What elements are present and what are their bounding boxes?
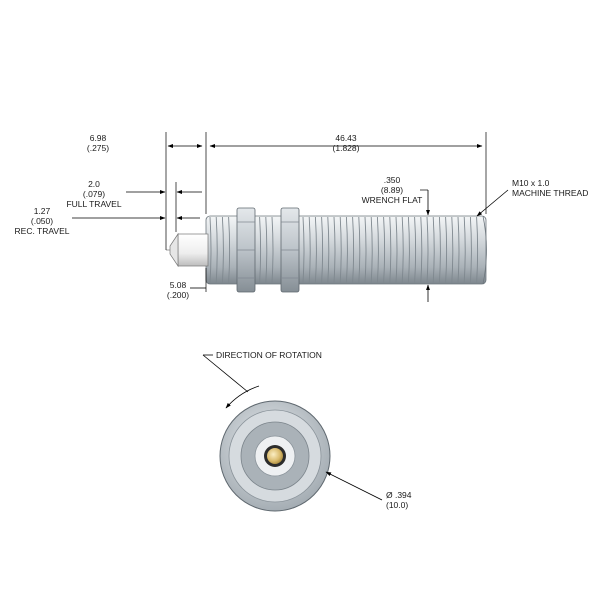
thread-callout: M10 x 1.0 MACHINE THREAD (476, 178, 588, 217)
full-travel-inch: (.079) (83, 189, 105, 199)
wrench-flat-mm: (8.89) (381, 185, 403, 195)
thread-ridge (432, 216, 435, 284)
thread-ridge (370, 216, 373, 284)
wrench-flat-label: WRENCH FLAT (362, 195, 423, 205)
thread-ridge (345, 216, 348, 284)
dim-wrench-flat: .350 (8.89) WRENCH FLAT (362, 175, 430, 302)
thread-ridge (271, 216, 274, 284)
dim-full-travel: 2.0 (.079) FULL TRAVEL (66, 179, 202, 209)
side-view: 46.43 (1.828) 6.98 (.275) 2.0 (.079) FUL… (15, 132, 588, 302)
thread-ridge (221, 216, 224, 284)
overall-length-mm: 46.43 (335, 133, 357, 143)
front-length-inch: (.275) (87, 143, 109, 153)
overall-length-inch: (1.828) (333, 143, 360, 153)
thread-label: MACHINE THREAD (512, 188, 588, 198)
thread-ridge (445, 216, 448, 284)
rod-length-mm: 5.08 (170, 280, 187, 290)
thread-ridge (426, 216, 429, 284)
thread-ridge (383, 216, 386, 284)
thread-ridge (401, 216, 404, 284)
thread-ridge (209, 216, 212, 284)
rec-travel-mm: 1.27 (34, 206, 51, 216)
rotation-label: DIRECTION OF ROTATION (216, 350, 322, 360)
threaded-body (205, 215, 487, 285)
thread-ridge (308, 216, 311, 284)
thread-ridge (215, 216, 218, 284)
thread-ridge (438, 216, 441, 284)
diameter-mm: (10.0) (386, 500, 408, 510)
thread-ridge (376, 216, 379, 284)
thread-ridge (420, 216, 423, 284)
thread-ridge (463, 216, 466, 284)
thread-ridge (321, 216, 324, 284)
thread-ridges (209, 216, 479, 284)
rod-length-inch: (.200) (167, 290, 189, 300)
thread-ridge (265, 216, 268, 284)
thread-ridge (395, 216, 398, 284)
thread-ridge (302, 216, 305, 284)
thread-ridge (389, 216, 392, 284)
diameter-callout: Ø .394 (10.0) (325, 471, 412, 510)
thread-ridge (469, 216, 472, 284)
thread-ridge (228, 216, 231, 284)
center-button (267, 448, 283, 464)
dim-rec-travel: 1.27 (.050) REC. TRAVEL (15, 206, 200, 236)
wrench-flat-inch: .350 (384, 175, 401, 185)
thread-ridge (414, 216, 417, 284)
extension-lines (165, 132, 487, 292)
diameter-inch: Ø .394 (386, 490, 412, 500)
end-view: DIRECTION OF ROTATION Ø .394 (10.0) (202, 350, 412, 512)
thread-ridge (259, 216, 262, 284)
thread-ridge (327, 216, 330, 284)
rec-travel-inch: (.050) (31, 216, 53, 226)
full-travel-label: FULL TRAVEL (66, 199, 121, 209)
full-travel-mm: 2.0 (88, 179, 100, 189)
dim-overall-length: 46.43 (1.828) (209, 133, 483, 153)
rotation-indicator: DIRECTION OF ROTATION (202, 350, 322, 409)
thread-ridge (358, 216, 361, 284)
thread-ridge (339, 216, 342, 284)
thread-ridge (457, 216, 460, 284)
dim-rod-length: 5.08 (.200) (167, 280, 206, 300)
thread-ridge (364, 216, 367, 284)
thread-ridge (476, 216, 479, 284)
thread-ridge (451, 216, 454, 284)
piston-rod (166, 232, 209, 268)
thread-ridge (314, 216, 317, 284)
front-length-mm: 6.98 (90, 133, 107, 143)
hex-nut-rear (280, 207, 300, 293)
thread-size: M10 x 1.0 (512, 178, 550, 188)
rec-travel-label: REC. TRAVEL (15, 226, 70, 236)
hex-nut-front (236, 207, 256, 293)
thread-ridge (407, 216, 410, 284)
thread-ridge (352, 216, 355, 284)
thread-ridge (333, 216, 336, 284)
dim-front-length: 6.98 (.275) (87, 133, 203, 153)
